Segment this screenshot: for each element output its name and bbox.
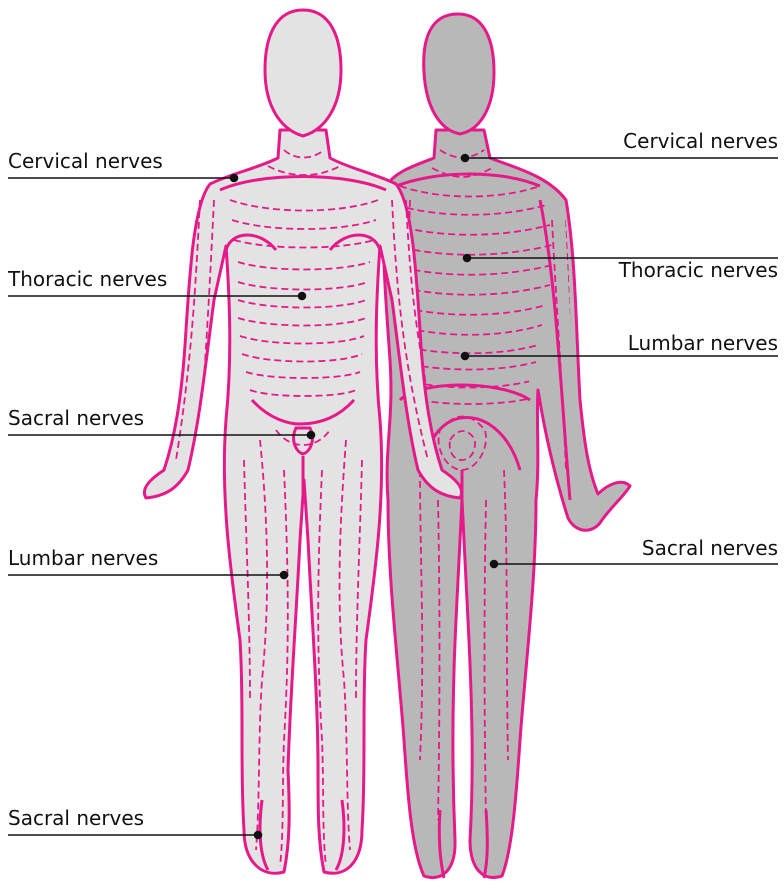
back-head xyxy=(424,14,494,134)
label-left-sacral-nerves: Sacral nerves xyxy=(8,407,144,429)
front-head xyxy=(265,10,341,136)
label-right-thoracic-nerves: Thoracic nerves xyxy=(619,259,778,281)
label-right-sacral-nerves: Sacral nerves xyxy=(642,537,778,559)
label-left-thoracic-nerves: Thoracic nerves xyxy=(8,268,167,290)
label-right-lumbar-nerves: Lumbar nerves xyxy=(628,332,778,354)
label-left-lumbar-nerves: Lumbar nerves xyxy=(8,547,158,569)
label-right-cervical-nerves: Cervical nerves xyxy=(623,130,778,152)
label-left-cervical-nerves: Cervical nerves xyxy=(8,150,163,172)
label-left-sacral-nerves-foot: Sacral nerves xyxy=(8,807,144,829)
